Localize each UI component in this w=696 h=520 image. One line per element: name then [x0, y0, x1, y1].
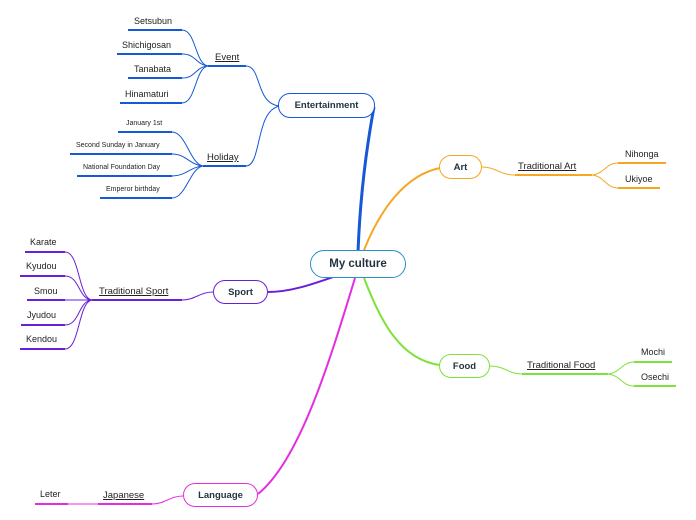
connector-art-ukiyoe	[591, 174, 619, 189]
traditional-art-label[interactable]: Traditional Art	[518, 161, 577, 172]
connector-holiday-second-sunday	[171, 153, 204, 167]
event-item-setsubun[interactable]: Setsubun	[134, 16, 173, 26]
root-node[interactable]: My culture	[310, 250, 406, 278]
connector-sport-sub	[181, 291, 214, 301]
traditional-sport-label[interactable]: Traditional Sport	[99, 286, 169, 297]
connector-event-shichigosan	[181, 53, 209, 67]
connector-root-language	[257, 277, 356, 495]
art-item-ukiyoe[interactable]: Ukiyoe	[625, 174, 653, 184]
connector-food-osechi	[607, 373, 635, 387]
food-item-mochi[interactable]: Mochi	[641, 347, 666, 357]
connector-sport-karate	[64, 251, 93, 301]
holiday-item-second-sunday[interactable]: Second Sunday in January	[76, 142, 160, 149]
connector-art-sub	[481, 166, 516, 176]
sport-item-smou[interactable]: Smou	[34, 286, 58, 296]
language-node[interactable]: Language	[183, 483, 258, 507]
food-node[interactable]: Food	[439, 354, 490, 378]
entertainment-node[interactable]: Entertainment	[278, 93, 375, 118]
holiday-item-january-1st[interactable]: January 1st	[126, 120, 163, 127]
sport-item-kendou[interactable]: Kendou	[26, 334, 58, 344]
connector-root-art	[363, 167, 441, 251]
connector-holiday-january	[171, 131, 204, 167]
connector-food-mochi	[607, 361, 635, 375]
connector-event-setsubun	[181, 29, 209, 67]
traditional-food-label[interactable]: Traditional Food	[527, 360, 596, 371]
event-item-shichigosan[interactable]: Shichigosan	[122, 40, 172, 50]
event-item-hinamaturi[interactable]: Hinamaturi	[125, 89, 169, 99]
connector-event-hinamaturi	[181, 65, 209, 104]
connector-art-nihonga	[591, 162, 619, 176]
connector-entertainment-holiday	[245, 105, 281, 167]
sport-item-kyudou[interactable]: Kyudou	[26, 261, 57, 271]
connector-root-sport	[267, 275, 337, 293]
event-label[interactable]: Event	[215, 52, 240, 63]
sport-node[interactable]: Sport	[213, 280, 268, 304]
connector-root-food	[363, 277, 441, 366]
sport-item-karate[interactable]: Karate	[30, 237, 57, 247]
language-item-leter[interactable]: Leter	[40, 489, 61, 499]
japanese-label[interactable]: Japanese	[103, 490, 145, 501]
holiday-item-emperor-birthday[interactable]: Emperor birthday	[106, 186, 160, 193]
sport-item-jyudou[interactable]: Jyudou	[27, 310, 57, 320]
art-item-nihonga[interactable]: Nihonga	[625, 149, 659, 159]
holiday-label[interactable]: Holiday	[207, 152, 239, 163]
connector-root-entertainment	[356, 106, 376, 253]
food-item-osechi[interactable]: Osechi	[641, 372, 670, 382]
connector-holiday-emperor	[171, 165, 204, 199]
connector-sport-kendou	[64, 299, 93, 350]
connector-language-sub	[151, 495, 184, 505]
holiday-item-national-foundation-day[interactable]: National Foundation Day	[83, 164, 161, 171]
connector-sport-kyudou	[64, 275, 93, 301]
event-item-tanabata[interactable]: Tanabata	[134, 64, 172, 74]
art-node[interactable]: Art	[439, 155, 482, 179]
connector-sport-jyudou	[64, 299, 93, 326]
connector-food-sub	[489, 365, 523, 375]
connector-entertainment-event	[245, 65, 281, 107]
